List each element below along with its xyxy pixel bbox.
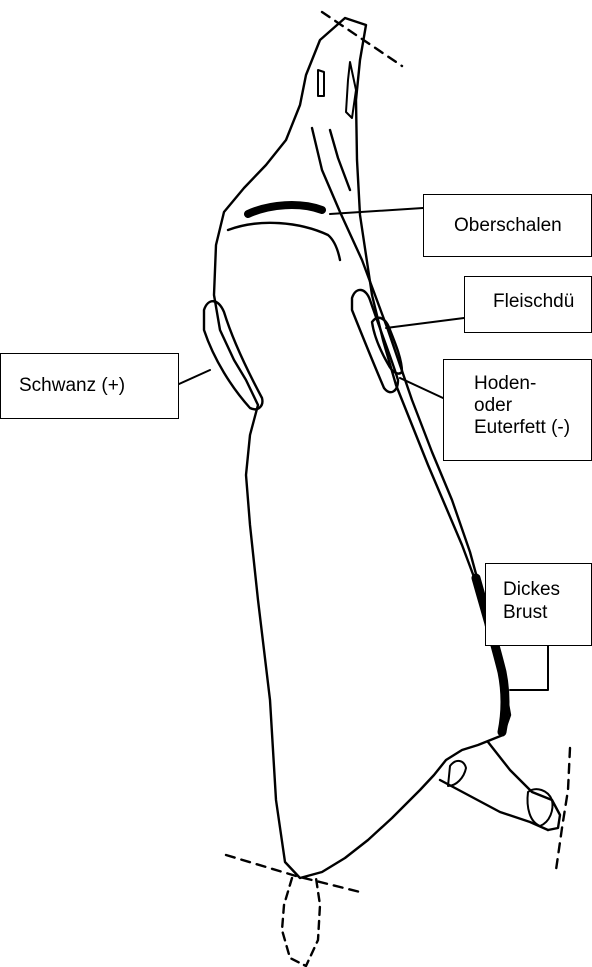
schwanz-oval: [204, 301, 262, 409]
cut-tail-piece: [282, 878, 320, 966]
cut-line-top: [322, 12, 402, 66]
foreleg-small-shape: [448, 761, 466, 786]
label-hoden-line2: oder: [474, 395, 512, 417]
label-hoden-line3: Euterfett (-): [474, 417, 570, 439]
leader-hoden: [400, 378, 443, 398]
leader-fleischdue: [386, 318, 464, 328]
leader-schwanz: [179, 370, 210, 384]
leader-dickes-brust: [510, 646, 548, 690]
foreleg-lower: [440, 780, 548, 830]
label-hoden-euterfett: Hoden- oder Euterfett (-): [443, 359, 592, 461]
shoulder-curve: [228, 223, 340, 260]
label-schwanz-text: Schwanz (+): [19, 375, 125, 397]
label-dickes-line2: Brust: [503, 602, 547, 624]
label-oberschalen: Oberschalen: [423, 194, 592, 257]
label-oberschalen-text: Oberschalen: [454, 215, 562, 237]
label-hoden-line1: Hoden-: [474, 373, 536, 395]
flap-mark-1: [318, 70, 324, 96]
label-fleischdue-text: Fleischdü: [493, 291, 574, 313]
flap-mark-2: [346, 62, 356, 118]
leader-oberschalen: [330, 208, 423, 214]
label-fleischdue: Fleischdü: [464, 276, 592, 333]
inner-upper-line: [330, 130, 350, 190]
label-dickes-brust: Dickes Brust: [485, 563, 592, 646]
oberschalen-band: [248, 205, 322, 214]
label-dickes-line1: Dickes: [503, 579, 560, 601]
label-schwanz: Schwanz (+): [0, 353, 179, 419]
